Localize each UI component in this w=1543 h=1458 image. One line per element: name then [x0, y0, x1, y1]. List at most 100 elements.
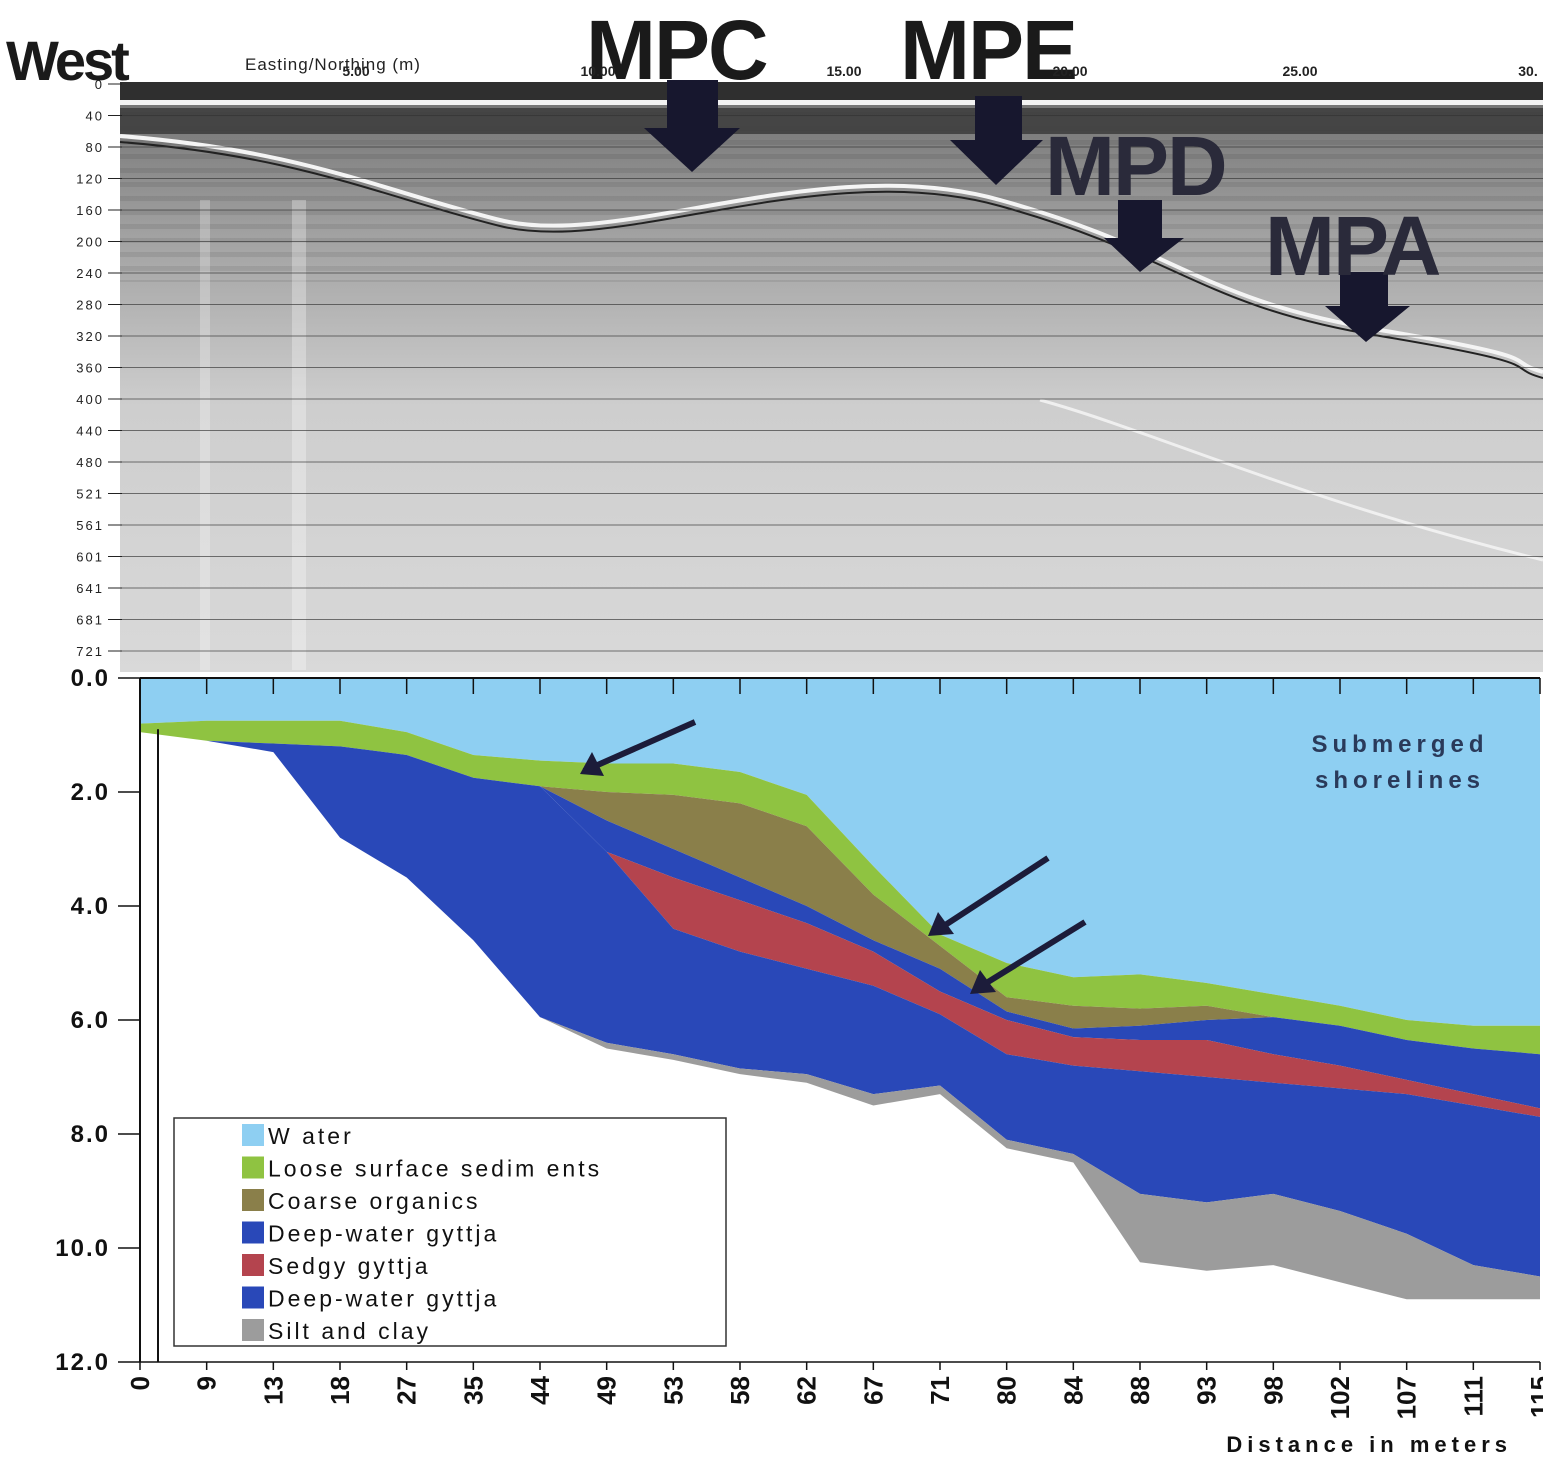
annotation-submerged: Submerged	[1311, 731, 1488, 758]
layer-silt-and-clay	[140, 732, 1540, 1300]
y-tick-label: 12.0	[55, 1349, 110, 1376]
legend-label: Coarse organics	[268, 1188, 480, 1214]
radar-y-tick-label: 641	[76, 581, 104, 596]
radar-x-tick-label: 5.00	[342, 63, 369, 79]
radar-surface-band	[120, 82, 1543, 104]
radar-y-tick-label: 561	[76, 518, 104, 533]
radar-y-tick-label: 721	[76, 644, 104, 659]
radar-y-tick-label: 40	[86, 109, 104, 124]
radar-x-tick-label: 25.00	[1282, 63, 1317, 79]
layer-water	[140, 678, 1540, 1026]
radar-x-axis-label: Easting/Northing (m)	[245, 55, 421, 74]
x-tick-label: 115	[1525, 1376, 1543, 1418]
annotation-shorelines: shorelines	[1315, 767, 1485, 794]
x-tick-label: 111	[1458, 1376, 1488, 1417]
layer-coarse-organics	[140, 732, 1540, 1055]
x-tick-label: 62	[792, 1376, 822, 1405]
legend-label: Silt and clay	[268, 1318, 431, 1344]
radar-y-tick-label: 0	[95, 77, 104, 92]
y-tick-label: 6.0	[71, 1007, 110, 1034]
x-tick-label: 58	[725, 1376, 755, 1405]
legend-box	[173, 1117, 727, 1347]
radar-y-tick-label: 521	[76, 487, 104, 502]
y-tick-label: 0.0	[71, 665, 110, 692]
radar-y-tick-label: 480	[76, 455, 104, 470]
radar-y-tick-label: 280	[76, 298, 104, 313]
legend-swatch	[242, 1286, 264, 1309]
legend-swatch	[242, 1156, 264, 1179]
radar-x-tick-label: 20.00	[1052, 63, 1087, 79]
radar-y-tick-label: 120	[76, 172, 104, 187]
shoreline-arrow-3-icon	[973, 919, 1087, 993]
radar-x-tick-label: 10.00	[580, 63, 615, 79]
radar-x-tick-label: 15.00	[826, 63, 861, 79]
layer-deep-water-gyttja-upper	[140, 732, 1540, 1109]
x-tick-label: 18	[325, 1376, 355, 1405]
x-axis-title: Distance in meters	[1226, 1432, 1512, 1457]
x-tick-label: 102	[1325, 1376, 1355, 1419]
radar-x-tick-label: 30.	[1518, 63, 1537, 79]
marker-mpd: MPD	[1045, 119, 1228, 213]
radar-y-tick-label: 601	[76, 550, 104, 565]
radar-y-tick-label: 681	[76, 613, 104, 628]
legend-label: Deep-water gyttja	[268, 1286, 499, 1312]
radar-y-tick-label: 400	[76, 392, 104, 407]
x-tick-label: 98	[1258, 1376, 1288, 1405]
radar-y-tick-label: 360	[76, 361, 104, 376]
x-tick-label: 9	[192, 1376, 222, 1390]
y-tick-label: 10.0	[55, 1235, 110, 1262]
marker-mpe: MPE	[900, 3, 1078, 97]
x-tick-label: 88	[1125, 1376, 1155, 1405]
legend-swatch	[242, 1124, 264, 1146]
layer-deep-water-gyttja-lower	[140, 732, 1540, 1277]
y-tick-label: 8.0	[71, 1121, 110, 1148]
y-tick-label: 4.0	[71, 893, 110, 920]
radar-deep-reflector	[1039, 398, 1543, 562]
x-tick-label: 27	[392, 1376, 422, 1405]
arrow-mpc-icon	[644, 80, 740, 172]
radar-surface-line	[120, 100, 1543, 105]
legend-label: Loose surface sedim ents	[268, 1156, 602, 1182]
radar-y-tick-label: 80	[86, 140, 104, 155]
shoreline-arrow-3-head-icon	[970, 970, 996, 994]
y-tick-label: 2.0	[71, 779, 110, 806]
legend-label: W ater	[268, 1123, 354, 1149]
west-label: West	[6, 29, 130, 92]
legend-swatch	[242, 1221, 264, 1244]
shoreline-arrow-2-head-icon	[928, 912, 954, 936]
x-tick-label: 13	[258, 1376, 288, 1405]
x-tick-label: 35	[458, 1376, 488, 1405]
x-tick-label: 44	[525, 1375, 555, 1404]
x-tick-label: 84	[1058, 1375, 1088, 1404]
legend-label: Deep-water gyttja	[268, 1221, 499, 1247]
x-tick-label: 49	[592, 1376, 622, 1405]
radar-vertical-streak-2	[292, 200, 306, 670]
x-tick-label: 53	[658, 1376, 688, 1405]
legend-swatch	[242, 1254, 264, 1276]
shoreline-arrow-1-icon	[582, 719, 697, 774]
legend-swatch	[242, 1319, 264, 1341]
x-tick-label: 0	[125, 1376, 155, 1390]
legend-label: Sedgy gyttja	[268, 1253, 431, 1279]
legend-swatch	[242, 1189, 264, 1211]
arrow-mpd-icon	[1104, 200, 1184, 272]
x-tick-label: 67	[858, 1376, 888, 1405]
radar-dark-band	[120, 108, 1543, 134]
arrow-mpe-icon	[950, 96, 1043, 185]
x-tick-label: 71	[925, 1376, 955, 1405]
radar-bottom-reflector	[119, 134, 1543, 374]
arrow-mpa-icon	[1325, 272, 1410, 342]
shoreline-arrow-1-head-icon	[580, 752, 604, 776]
layer-sedgy-gyttja	[140, 732, 1540, 1117]
x-tick-label: 107	[1392, 1376, 1422, 1419]
shoreline-arrow-2-icon	[931, 855, 1050, 936]
x-tick-label: 93	[1192, 1376, 1222, 1405]
radar-vertical-streak	[200, 200, 210, 670]
radar-y-tick-label: 160	[76, 203, 104, 218]
marker-mpa: MPA	[1265, 199, 1441, 293]
radar-y-tick-label: 200	[76, 235, 104, 250]
radar-y-tick-label: 440	[76, 424, 104, 439]
radar-y-tick-label: 320	[76, 329, 104, 344]
